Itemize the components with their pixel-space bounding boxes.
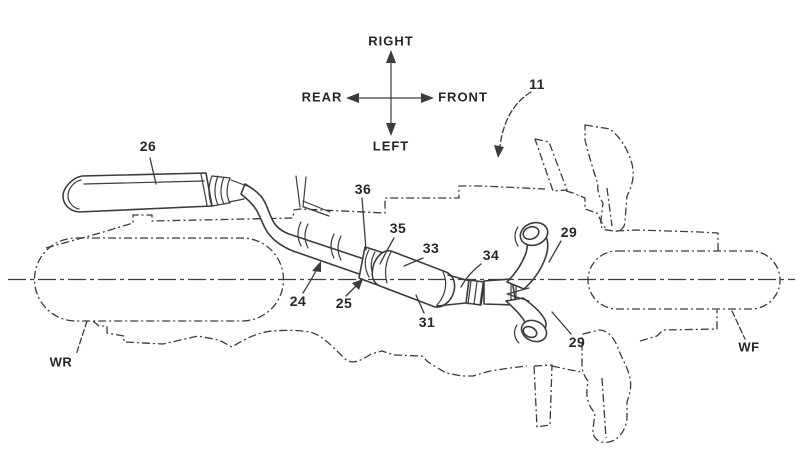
body-lower-steps <box>551 365 582 373</box>
rear-wheel-outline <box>33 237 285 322</box>
body-lower-rear <box>92 320 528 377</box>
fork-blob-lower-inner <box>601 377 607 439</box>
compass-label-front: FRONT <box>438 89 488 105</box>
front-wheel-outline <box>587 250 781 310</box>
muffler-seam <box>83 180 205 185</box>
leader-35 <box>379 237 395 265</box>
leader-26 <box>149 157 157 185</box>
arrow-25-head <box>352 279 363 290</box>
muffler-end-rings <box>208 175 231 207</box>
arrow-25-shaft <box>345 285 357 297</box>
arrow-11-head <box>494 145 504 158</box>
leader-29-upper <box>548 240 562 263</box>
compass-arrowhead-left <box>346 93 359 103</box>
ref-label-29-lower: 29 <box>568 334 586 350</box>
body-upper-rear <box>45 185 546 249</box>
compass-arrows <box>346 50 434 136</box>
ref-label-31: 31 <box>418 314 436 330</box>
front-wheel-stadium <box>587 250 781 310</box>
body-lower-front <box>639 310 718 342</box>
leader-wr <box>75 320 88 356</box>
compass-arrowhead-right <box>421 93 434 103</box>
compass-label-rear: REAR <box>301 89 343 105</box>
catalytic-converter-body <box>371 249 456 308</box>
leader-36 <box>361 197 367 251</box>
fork-strip-upper <box>534 138 568 192</box>
cat-front-cap <box>385 251 392 284</box>
header-upper-flange-inner <box>522 225 540 241</box>
arrow-24-shaft <box>302 268 318 294</box>
leader-34 <box>460 263 482 288</box>
compass-arrowhead-down <box>386 123 396 136</box>
ref-label-33: 33 <box>422 240 440 256</box>
outlet-flange-rings <box>467 280 484 306</box>
header-upper-rim <box>514 226 519 247</box>
header-lower-flange-inner <box>522 325 538 339</box>
header-lower-rim <box>513 324 520 344</box>
compass-arrowhead-up <box>386 50 396 63</box>
body-outline-upper <box>45 124 719 252</box>
rear-wheel-stadium <box>33 237 285 322</box>
ref-label-34: 34 <box>482 247 500 263</box>
fork-strip-lower <box>533 364 553 428</box>
hanger-bracket <box>295 175 331 217</box>
exhaust-system <box>62 172 549 344</box>
muffler-body <box>62 172 213 213</box>
ref-label-35: 35 <box>389 220 407 236</box>
body-outline-lower <box>92 310 718 444</box>
compass-label-left: LEFT <box>372 138 410 154</box>
fork-blob-upper <box>584 124 634 232</box>
body-upper-steps <box>565 190 608 231</box>
ref-label-36: 36 <box>354 181 372 197</box>
leader-31 <box>415 294 425 314</box>
ref-label-24: 24 <box>289 293 307 309</box>
collector-v-notch <box>506 287 530 302</box>
leader-wf <box>731 310 746 340</box>
body-upper-front <box>615 229 719 252</box>
fork-blob-lower <box>581 329 632 444</box>
ref-label-25: 25 <box>335 295 353 311</box>
leader-29-lower <box>551 311 572 335</box>
pipe-cone <box>228 179 248 203</box>
pipe-collar-rings-1 <box>297 221 309 249</box>
cat-end-cap <box>436 271 447 306</box>
arrow-11-shaft <box>499 91 532 147</box>
leader-lines <box>75 91 746 356</box>
pipe-collar-rings-2 <box>330 233 342 261</box>
arrow-24-head <box>312 261 321 272</box>
ref-label-29-upper: 29 <box>560 224 578 240</box>
compass-label-right: RIGHT <box>368 33 414 49</box>
leader-33 <box>403 257 424 267</box>
front-wheel-label: WF <box>738 339 760 355</box>
fork-blob-upper-inner <box>606 187 613 227</box>
muffler-right-cap <box>200 173 208 206</box>
muffler-left-cap <box>67 179 82 210</box>
ref-label-11: 11 <box>529 76 545 92</box>
rear-wheel-label: WR <box>49 354 73 370</box>
ref-label-26: 26 <box>139 138 157 154</box>
